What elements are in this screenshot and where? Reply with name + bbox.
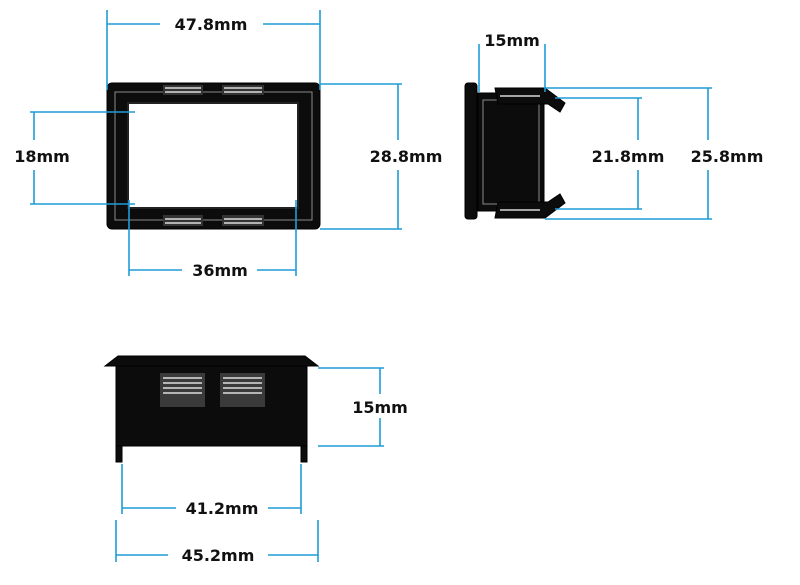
dim-clip-span: 21.8mm (555, 97, 665, 210)
side-clip-span-label: 21.8mm (592, 147, 665, 166)
side-depth-label: 15mm (484, 31, 540, 50)
bottom-left-leg (115, 445, 123, 463)
dim-inner-width: 41.2mm (121, 464, 302, 518)
side-bottom-clip (494, 193, 566, 219)
bottom-latches (160, 373, 265, 407)
dim-overall-height: 25.8mm (545, 87, 764, 220)
bottom-body-width-label: 45.2mm (182, 546, 255, 565)
front-view: 47.8mm 18mm 36mm 28.8mm (14, 10, 442, 280)
bottom-right-leg (300, 445, 308, 463)
dim-body-width: 45.2mm (115, 520, 319, 565)
front-outer-height-label: 28.8mm (370, 147, 443, 166)
front-window-opening (127, 102, 299, 209)
side-view: 15mm 21.8mm 25.8mm (464, 31, 764, 220)
bottom-inner-width-label: 41.2mm (186, 499, 259, 518)
dim-outer-width: 47.8mm (106, 10, 321, 90)
front-bezel-inner-edge (114, 91, 313, 221)
front-top-clips (163, 85, 264, 95)
dim-outer-height: 28.8mm (320, 83, 443, 230)
dim-bottom-depth: 15mm (318, 367, 408, 447)
front-opening-width-label: 36mm (192, 261, 248, 280)
front-outer-width-label: 47.8mm (175, 15, 248, 34)
dim-side-depth: 15mm (478, 31, 546, 92)
front-opening-height-label: 18mm (14, 147, 70, 166)
front-bottom-clips (163, 215, 264, 226)
side-flange (464, 82, 478, 220)
bottom-view: 15mm 41.2mm 45.2mm (103, 355, 408, 565)
bottom-body (115, 365, 308, 447)
bottom-flange (103, 355, 320, 367)
bottom-depth-label: 15mm (352, 398, 408, 417)
dim-opening-height: 18mm (14, 111, 135, 205)
dim-opening-width: 36mm (128, 200, 297, 280)
side-body (477, 92, 545, 212)
side-overall-height-label: 25.8mm (691, 147, 764, 166)
